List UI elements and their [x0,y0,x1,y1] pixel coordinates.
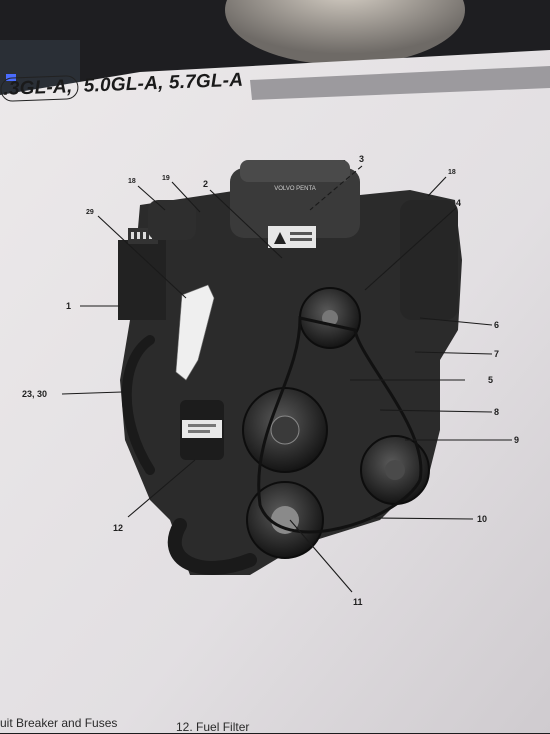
callout-29: 29 [86,209,94,216]
exhaust-manifold-left [148,200,196,240]
model-circled: .3GL-A, [0,75,79,102]
exhaust-manifold-right [400,200,458,320]
power-steering-hub [385,460,405,480]
lamp-shade [225,0,465,65]
footer-item-right: 12. Fuel Filter [176,720,250,734]
warning-label-line [290,232,312,235]
callout-4: 4 [456,198,461,208]
callout-3: 3 [359,154,364,164]
lower-hose [167,518,257,575]
callout-11: 11 [353,597,363,607]
callout-23-30: 23, 30 [22,389,47,399]
callout-5: 5 [488,375,493,385]
callout-12: 12 [113,523,123,533]
flame-arrestor [230,168,360,238]
callout-1: 1 [66,301,71,311]
callout-8: 8 [494,407,499,417]
header-band [250,66,550,100]
callout-9: 9 [514,435,519,445]
water-pump-hub [270,415,300,445]
model-list: 5.0GL-A, 5.7GL-A [77,69,244,97]
callout-19: 19 [162,175,170,182]
footer-item-left: uit Breaker and Fuses [0,716,118,730]
callout-6: 6 [494,320,499,330]
callout-labels: 1 2 3 4 5 6 7 8 9 10 11 12 18 18 19 29 2… [22,154,519,607]
brand-plate-text: VOLVO PENTA [274,186,315,192]
warning-label [268,226,316,248]
ecm-module [118,240,166,320]
callout-leaders [61,165,512,593]
callout-2: 2 [203,179,208,189]
dipstick-tube [175,284,215,381]
callout-18-left: 18 [128,178,136,185]
flame-arrestor-top [240,160,350,182]
fuel-filter-label [182,420,222,438]
warning-label-line [290,238,312,241]
warning-triangle-icon [274,232,286,244]
side-hose [121,335,155,475]
serpentine-belt [257,316,423,534]
engine-illustration: VOLVO PENTA [118,160,462,575]
callout-10: 10 [477,514,487,524]
fuel-filter-label-line [188,424,216,427]
callout-7: 7 [494,349,499,359]
alternator-hub [322,310,338,326]
status-led [6,74,16,81]
callout-18-right: 18 [448,169,456,176]
fuel-filter-label-line [188,430,210,433]
